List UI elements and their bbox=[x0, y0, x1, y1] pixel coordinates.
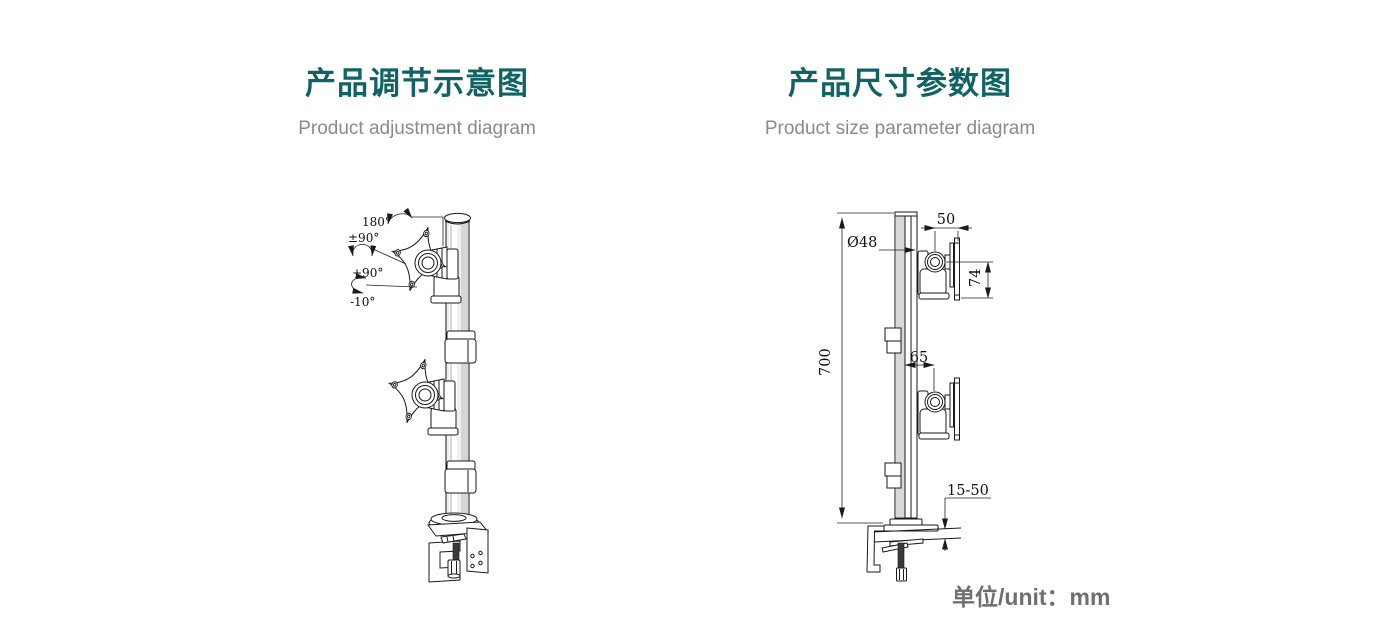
left-panel-subtitle: Product adjustment diagram bbox=[298, 118, 536, 139]
vesa-arm-side bbox=[917, 237, 960, 301]
desk-clamp-side bbox=[866, 518, 962, 582]
right-panel-subtitle: Product size parameter diagram bbox=[764, 118, 1036, 139]
dim-vesa-offset-label: 74 bbox=[968, 269, 984, 287]
adjustment-diagram: 180° ±90° +90° -10° bbox=[348, 207, 489, 583]
dim-pole-diameter-label: Ø48 bbox=[847, 235, 877, 251]
swivel-arrow-icon bbox=[348, 243, 377, 257]
collar-clamp bbox=[884, 327, 902, 354]
vesa-mount-assembly bbox=[383, 220, 462, 304]
collar-clamp bbox=[444, 330, 477, 364]
dim-pole-height-label: 700 bbox=[818, 348, 834, 376]
angle-annotations: 180° ±90° +90° -10° bbox=[348, 207, 444, 309]
swivel-leader-line bbox=[372, 248, 407, 265]
desk-clamp bbox=[427, 521, 489, 583]
unit-note: 单位/unit：mm bbox=[952, 584, 1111, 610]
dim-lower-arm-label: 65 bbox=[910, 350, 928, 366]
tilt-arrow-icon bbox=[351, 273, 367, 294]
rotation-arrow-icon bbox=[387, 207, 413, 225]
swivel-angle-label: ±90° bbox=[348, 231, 379, 245]
tilt-up-angle-label: +90° bbox=[352, 266, 383, 280]
dimension-annotations: 700 Ø48 50 74 65 15-50 bbox=[818, 212, 993, 551]
right-panel-title: 产品尺寸参数图 bbox=[788, 66, 1012, 101]
tilt-leader-line bbox=[365, 284, 418, 288]
left-panel-title: 产品调节示意图 bbox=[305, 66, 529, 101]
dimension-diagram: 700 Ø48 50 74 65 15-50 bbox=[818, 211, 993, 582]
dim-clamp-range-label: 15-50 bbox=[947, 483, 989, 499]
rotation-leader-line bbox=[412, 216, 444, 246]
rotation-angle-label: 180° bbox=[362, 215, 391, 229]
tilt-down-angle-label: -10° bbox=[350, 295, 375, 309]
dim-top-arm-label: 50 bbox=[937, 212, 955, 228]
